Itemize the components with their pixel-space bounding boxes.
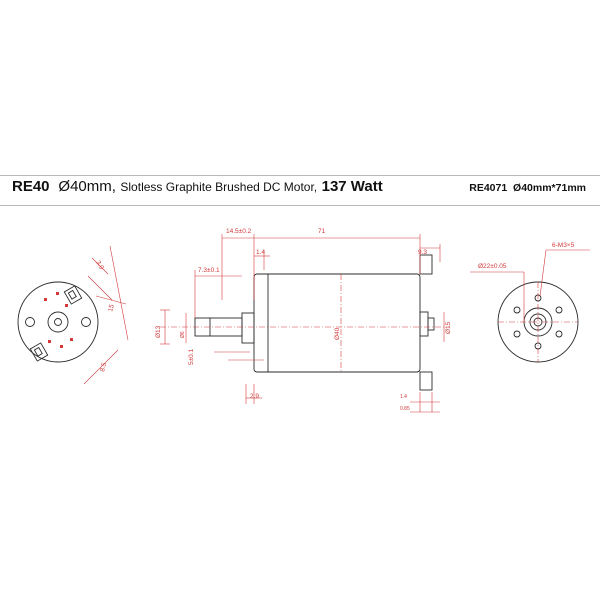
part-size: Ø40mm*71mm	[513, 182, 586, 194]
side-centerlines	[160, 234, 446, 413]
dim-flange: Ø22±0.05	[478, 263, 507, 270]
rear-bearing-boss	[419, 311, 429, 337]
dim-d1: 14.5±0.2	[226, 228, 252, 235]
rear-hole-2	[555, 306, 563, 314]
motor-body	[253, 273, 421, 373]
dim-d6: 9.3	[418, 249, 427, 256]
dim-d7: 1.4	[400, 394, 407, 400]
front-screw-right	[81, 317, 91, 327]
header-rule-bottom	[0, 205, 600, 206]
terminal-bottom	[419, 371, 433, 391]
front-boss	[241, 312, 255, 344]
model-name: RE40	[12, 178, 50, 195]
front-outer-circle	[17, 281, 99, 363]
model-power: 137 Watt	[321, 178, 383, 195]
terminal-top	[419, 254, 433, 275]
dim-d8: 0.85	[400, 406, 410, 412]
dim-side-c: 8.5	[99, 362, 108, 373]
front-terminal-top-slot	[67, 289, 77, 300]
rear-shaft-stub	[427, 317, 435, 331]
front-end-view	[17, 281, 99, 363]
front-hub	[47, 311, 69, 333]
dim-body: Ø40	[334, 327, 341, 340]
rear-hole-3	[555, 330, 563, 338]
rear-hole-6	[513, 306, 521, 314]
front-shaft	[54, 318, 62, 326]
part-number: RE4071	[469, 182, 508, 194]
model-description: Slotless Graphite Brushed DC Motor,	[120, 180, 318, 194]
front-screw-left	[25, 317, 35, 327]
dim-d3: 7.3±0.1	[198, 267, 220, 274]
front-vent-marks	[44, 292, 73, 348]
dim-shaft: Ø6	[180, 331, 186, 338]
model-diameter: Ø40mm,	[58, 178, 116, 195]
front-dimension-lines	[83, 245, 129, 385]
rear-hole-5	[513, 330, 521, 338]
dim-side-a: 3.0	[94, 260, 105, 272]
title-bar: RE40 Ø40mm, Slotless Graphite Brushed DC…	[12, 178, 592, 202]
front-terminal-bottom	[29, 342, 49, 362]
dim-length: 71	[318, 228, 326, 235]
front-terminal-bottom-slot	[33, 346, 43, 357]
dim-holes: 6-M3×5	[552, 242, 575, 249]
rear-dimension-lines	[470, 249, 590, 362]
part-spec: RE4071 Ø40mm*71mm	[469, 182, 586, 194]
header-rule-top	[0, 175, 600, 176]
dim-d4: 5±0.1	[188, 348, 195, 365]
dim-d2: 1.4	[256, 249, 265, 256]
dim-rear: Ø15	[445, 321, 452, 334]
dim-side-b: 15	[107, 303, 116, 312]
front-terminal-top	[63, 285, 83, 305]
dim-boss: Ø13	[155, 325, 162, 338]
dim-d5: 2.9	[250, 393, 259, 400]
side-view	[194, 254, 435, 391]
